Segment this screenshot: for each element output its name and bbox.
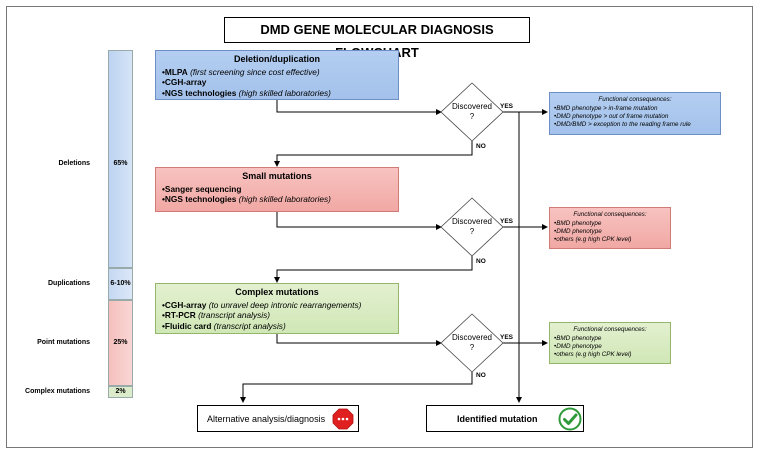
- step-item: •RT-PCR (transcript analysis): [162, 310, 271, 320]
- consequences-title: Functional consequences:: [598, 96, 672, 103]
- consequence-item: •BMD phenotype: [554, 335, 602, 342]
- step-heading: Complex mutations: [235, 287, 319, 297]
- decision-label-2: Discovered?: [451, 217, 492, 236]
- consequences-title: Functional consequences:: [573, 326, 647, 333]
- step-item: •MLPA (first screening since cost effect…: [162, 66, 320, 77]
- identified-mutation-box: Identified mutation: [426, 405, 584, 432]
- step-item: •CGH-array: [162, 77, 207, 87]
- bar-label-duplications: Duplications: [47, 280, 90, 287]
- step-item: •NGS technologies (high skilled laborato…: [162, 194, 331, 204]
- bar-label-point-mutations: Point mutations: [37, 339, 90, 346]
- consequences-box-3: Functional consequences: •BMD phenotype …: [549, 322, 671, 364]
- decision-diamond-3: [440, 313, 504, 373]
- step-item: •Fluidic card (transcript analysis): [162, 320, 286, 331]
- yes-label-1: YES: [500, 103, 514, 110]
- consequence-item: •DMD phenotype > out of frame mutation: [554, 113, 669, 120]
- step-complex-mutations: Complex mutations •CGH-array (to unravel…: [155, 283, 399, 334]
- consequence-item: •DMD/BMD > exception to the reading fram…: [554, 121, 691, 128]
- consequence-item: •BMD phenotype > in-frame mutation: [554, 105, 658, 112]
- flowchart-title: DMD GENE MOLECULAR DIAGNOSIS FLOWCHART: [224, 17, 530, 60]
- consequences-title: Functional consequences:: [573, 211, 647, 218]
- bar-label-deletions: Deletions: [58, 160, 90, 167]
- decision-label-3: Discovered?: [451, 333, 492, 352]
- bar-complex-mutations: [108, 386, 133, 398]
- step-item: •CGH-array (to unravel deep intronic rea…: [162, 299, 362, 310]
- decision-diamond-1: [440, 82, 504, 142]
- bar-deletions: [108, 50, 133, 268]
- consequences-box-1: Functional consequences: •BMD phenotype …: [549, 92, 721, 135]
- bar-point-mutations: [108, 300, 133, 386]
- consequence-item: •BMD phenotype: [554, 220, 602, 227]
- yes-label-2: YES: [500, 218, 514, 225]
- consequence-item: •others (e.g high CPK level): [554, 236, 632, 243]
- alternative-analysis-box: Alternative analysis/diagnosis: [197, 405, 359, 432]
- bar-pct-complex-mutations: 2%: [115, 388, 126, 395]
- step-small-mutations: Small mutations •Sanger sequencing •NGS …: [155, 167, 399, 212]
- step-heading: Small mutations: [242, 171, 312, 181]
- bar-pct-duplications: 6-10%: [110, 280, 131, 287]
- figure-frame: [6, 6, 753, 448]
- checkmark-icon: [558, 407, 582, 431]
- bar-pct-deletions: 65%: [113, 160, 128, 167]
- consequence-item: •DMD phenotype: [554, 228, 602, 235]
- no-label-2: NO: [476, 258, 486, 265]
- step-deletion-duplication: Deletion/duplication •MLPA (first screen…: [155, 50, 399, 100]
- identified-mutation-label: Identified mutation: [457, 414, 538, 424]
- consequences-box-2: Functional consequences: •BMD phenotype …: [549, 207, 671, 249]
- alternative-analysis-label: Alternative analysis/diagnosis: [207, 414, 326, 424]
- bar-pct-point-mutations: 25%: [113, 339, 128, 346]
- bar-duplications: [108, 268, 133, 300]
- decision-diamond-2: [440, 197, 504, 257]
- step-item: •Sanger sequencing: [162, 183, 242, 194]
- consequence-item: •others (e.g high CPK level): [554, 351, 632, 358]
- consequence-item: •DMD phenotype: [554, 343, 602, 350]
- step-item: •NGS technologies (high skilled laborato…: [162, 87, 331, 98]
- stop-icon: [332, 408, 354, 430]
- no-label-3: NO: [476, 372, 486, 379]
- decision-label-1: Discovered?: [451, 102, 492, 121]
- bar-label-complex-mutations: Complex mutations: [25, 388, 90, 395]
- yes-label-3: YES: [500, 334, 514, 341]
- step-heading: Deletion/duplication: [233, 54, 320, 64]
- no-label-1: NO: [476, 143, 486, 150]
